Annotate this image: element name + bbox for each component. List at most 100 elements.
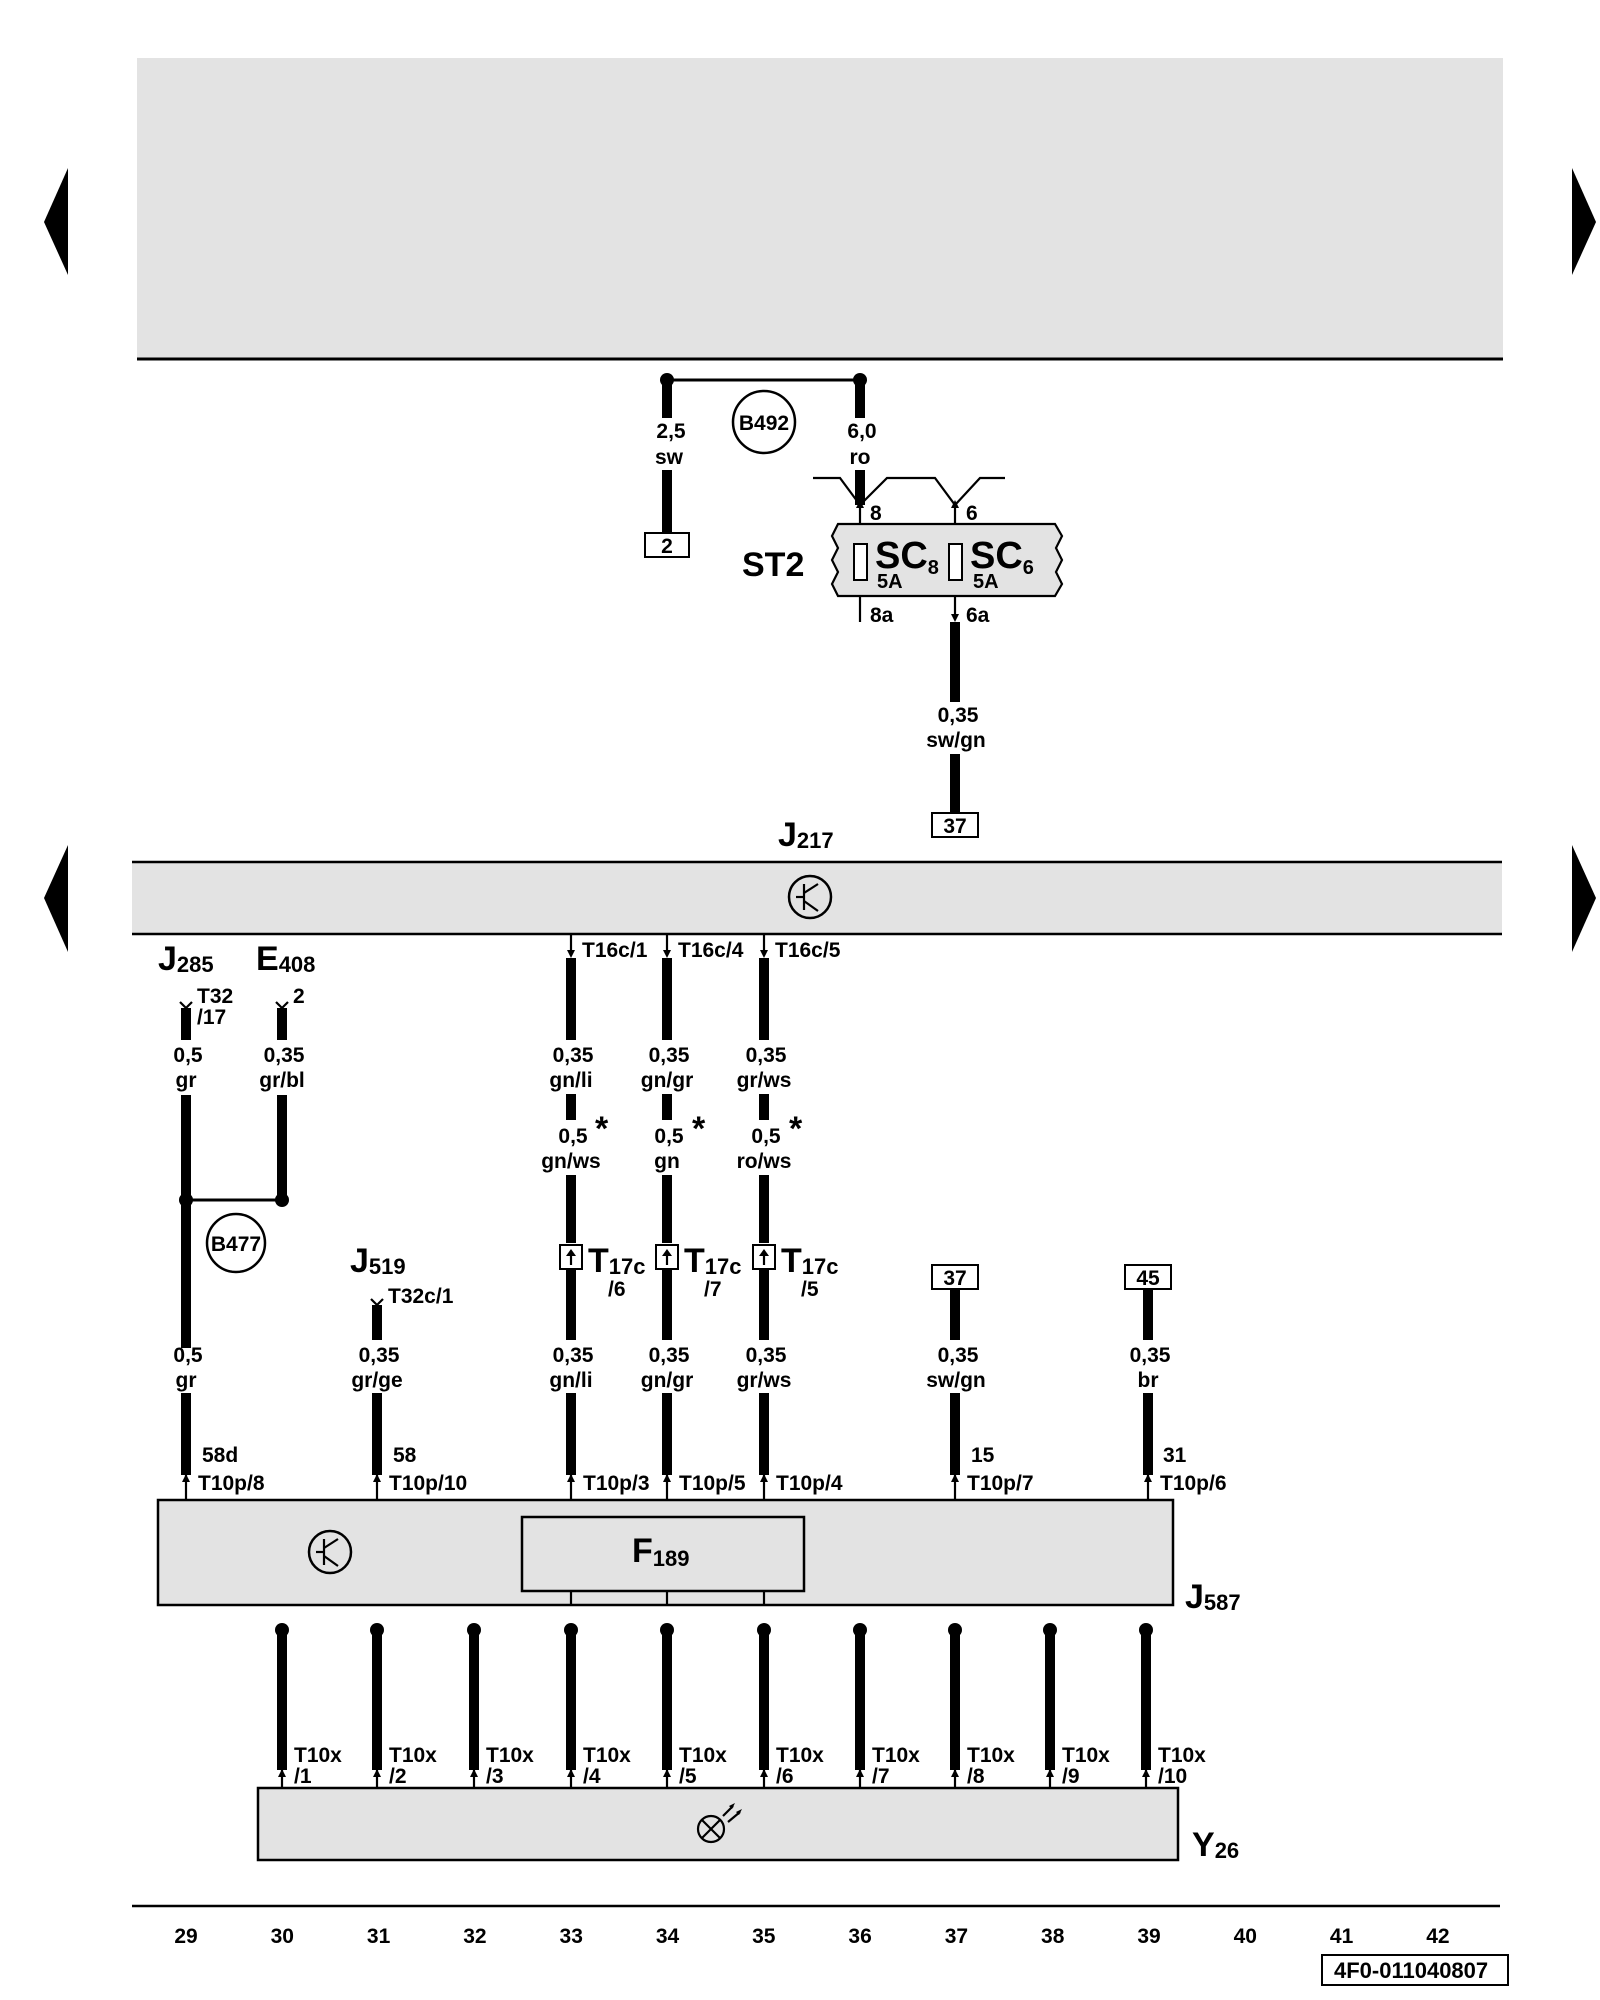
f189-box xyxy=(520,1515,806,1593)
svg-text:/7: /7 xyxy=(704,1278,722,1301)
ref-box-45-label: 45 xyxy=(1136,1267,1160,1290)
scale-number: 29 xyxy=(174,1925,197,1948)
scale-number: 34 xyxy=(656,1925,680,1948)
wire-color: br xyxy=(1138,1369,1159,1392)
t10x-wire-9: T10x/9 xyxy=(1043,1623,1110,1788)
svg-text:T10p/8: T10p/8 xyxy=(198,1472,265,1495)
j519-pin: T32c/1 xyxy=(388,1285,454,1308)
j217-label: J217 xyxy=(778,816,834,854)
wire-size: 0,35 xyxy=(649,1044,690,1067)
t10x-pin-number: /1 xyxy=(294,1765,312,1788)
svg-text:T16c/4: T16c/4 xyxy=(678,939,744,962)
svg-text:T10p/3: T10p/3 xyxy=(583,1472,650,1495)
wire-size: 0,35 xyxy=(746,1344,787,1367)
scale-number: 38 xyxy=(1041,1925,1065,1948)
wire-size: 0,35 xyxy=(553,1044,594,1067)
fuse-sc6: 6 SC6 5A 6a xyxy=(948,500,1034,627)
scale-number: 33 xyxy=(560,1925,583,1948)
y26-component xyxy=(256,1786,1180,1862)
wire-size: 0,35 xyxy=(264,1044,305,1067)
ref-box-2-label: 2 xyxy=(661,535,673,558)
transistor-icon xyxy=(787,874,833,920)
j519-label: J519 xyxy=(350,1242,406,1280)
scale-number: 30 xyxy=(271,1925,294,1948)
t10x-wire-5: T10x/5 xyxy=(660,1623,727,1788)
ref-box-37-label: 37 xyxy=(943,1267,966,1290)
wire-size: 0,35 xyxy=(938,1344,979,1367)
fuse-sc6-rating: 5A xyxy=(973,571,999,593)
wire-size: 0,35 xyxy=(746,1044,787,1067)
scale-number: 41 xyxy=(1330,1925,1354,1948)
wire-color: gr xyxy=(176,1369,197,1392)
svg-text:T10p/4: T10p/4 xyxy=(776,1472,843,1495)
wire-size: 0,5 xyxy=(654,1125,684,1148)
scale-number: 37 xyxy=(945,1925,968,1948)
scale-number: 39 xyxy=(1137,1925,1160,1948)
st2-fuse-holder xyxy=(830,522,1064,598)
doc-code: 4F0-011040807 xyxy=(1334,1958,1488,1983)
wire-color: sw xyxy=(655,446,684,469)
t10x-pin-prefix: T10x xyxy=(294,1744,342,1767)
t10x-pin-prefix: T10x xyxy=(1158,1744,1206,1767)
fuse-sc6-in-pin: 6 xyxy=(966,502,978,525)
j285-label: J285 xyxy=(158,940,214,978)
t10x-wire-7: T10x/7 xyxy=(853,1623,920,1788)
t10x-pin-prefix: T10x xyxy=(1062,1744,1110,1767)
asterisk: * xyxy=(789,1110,803,1148)
wire-size: 0,35 xyxy=(938,704,979,727)
scale-number: 31 xyxy=(367,1925,391,1948)
wire-color: sw/gn xyxy=(926,729,986,752)
lamp-icon xyxy=(696,1803,742,1844)
t10x-pin-prefix: T10x xyxy=(776,1744,824,1767)
terminal-15: 15 xyxy=(971,1444,995,1467)
t10x-wire-6: T10x/6 xyxy=(757,1623,824,1788)
wire-size: 0,5 xyxy=(173,1344,203,1367)
t10x-pin-prefix: T10x xyxy=(967,1744,1015,1767)
prev-page-arrow-top[interactable] xyxy=(44,168,68,275)
prev-page-arrow-mid[interactable] xyxy=(44,845,68,952)
j285-pin: /17 xyxy=(197,1006,226,1029)
fuse-sc8-out-pin: 8a xyxy=(870,604,894,627)
j587-label: J587 xyxy=(1185,1578,1241,1616)
t10x-pin-number: /6 xyxy=(776,1765,794,1788)
next-page-arrow-top[interactable] xyxy=(1572,168,1596,275)
wire-size: 0,35 xyxy=(1130,1344,1171,1367)
wire-color: gr/ws xyxy=(737,1369,792,1392)
wire-color: ro xyxy=(850,446,871,469)
t10x-wire-3: T10x/3 xyxy=(467,1623,534,1788)
scale-number: 36 xyxy=(848,1925,871,1948)
asterisk: * xyxy=(595,1110,609,1148)
t10x-pin-number: /8 xyxy=(967,1765,985,1788)
fuse-sc6-name: SC6 xyxy=(970,535,1034,579)
wire-size: 0,35 xyxy=(553,1344,594,1367)
t10x-wire-10: T10x/10 xyxy=(1139,1623,1206,1788)
t17c-connector-7: T17c /7 xyxy=(655,1242,742,1301)
e408-pin: 2 xyxy=(293,985,305,1008)
f189-label: F189 xyxy=(632,1532,690,1571)
wire-size: 0,5 xyxy=(173,1044,203,1067)
t10x-wire-4: T10x/4 xyxy=(564,1623,631,1788)
t10x-wire-2: T10x/2 xyxy=(370,1623,437,1788)
fuse-sc8-in-pin: 8 xyxy=(870,502,882,525)
b477-circle xyxy=(205,1212,267,1274)
terminal-58: 58 xyxy=(393,1444,417,1467)
svg-text:T10p/7: T10p/7 xyxy=(967,1472,1034,1495)
t10x-pin-prefix: T10x xyxy=(389,1744,437,1767)
t10x-pin-number: /7 xyxy=(872,1765,890,1788)
asterisk: * xyxy=(692,1110,706,1148)
terminal-58d: 58d xyxy=(202,1444,238,1467)
svg-text:/6: /6 xyxy=(608,1278,626,1301)
top-area xyxy=(137,58,1503,359)
scale-number: 40 xyxy=(1234,1925,1257,1948)
ref-box-37-top-label: 37 xyxy=(943,815,966,838)
b492-circle xyxy=(731,389,797,455)
next-page-arrow-mid[interactable] xyxy=(1572,845,1596,952)
wire-color: gr/bl xyxy=(259,1069,305,1092)
ref-box-37 xyxy=(931,1264,979,1290)
wire-size: 0,5 xyxy=(558,1125,588,1148)
wire-size: 0,5 xyxy=(751,1125,781,1148)
t17c-connector-5: T17c /5 xyxy=(752,1242,839,1301)
e408-label: E408 xyxy=(256,940,315,978)
